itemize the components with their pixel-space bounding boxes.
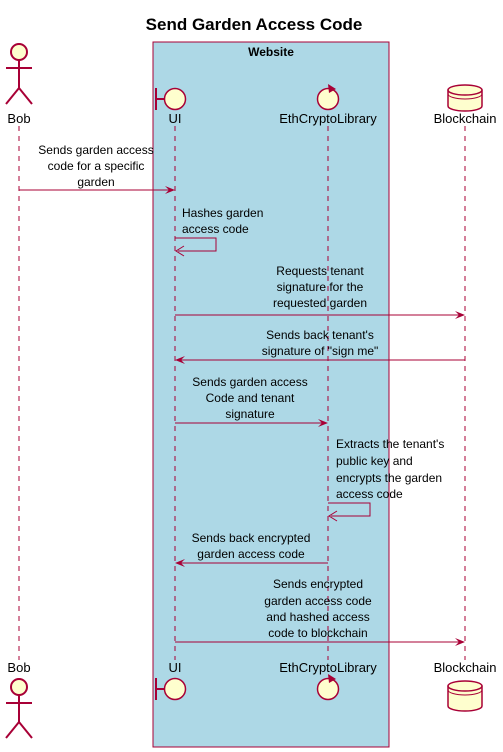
message-1: Sends garden access code for a specific …	[19, 143, 175, 194]
message-5-line-1: Sends garden access	[192, 375, 307, 389]
message-5: Sends garden access Code and tenant sign…	[175, 375, 328, 427]
participant-blockchain-top-label: Blockchain	[434, 111, 497, 126]
message-7-line-1: Sends back encrypted	[192, 531, 311, 545]
message-3-line-1: Requests tenant	[276, 264, 364, 278]
message-2-line-1: Hashes garden	[182, 206, 263, 220]
message-4-line-1: Sends back tenant's	[266, 328, 374, 342]
participant-bob-top-label: Bob	[7, 111, 30, 126]
boundary-icon	[155, 677, 187, 701]
participant-blockchain-bottom-label: Blockchain	[434, 660, 497, 675]
participant-ui-bottom-label: UI	[169, 660, 182, 675]
message-7-line-2: garden access code	[197, 547, 305, 561]
message-3-line-3: requested garden	[273, 296, 367, 310]
message-8-line-1: Sends encrypted	[273, 577, 363, 591]
message-8-line-4: code to blockchain	[268, 626, 367, 640]
message-3-line-2: signature for the	[277, 280, 364, 294]
actor-icon	[5, 678, 33, 739]
message-5-line-2: Code and tenant	[206, 391, 295, 405]
website-box	[152, 41, 390, 748]
message-6: Extracts the tenant's public key and enc…	[328, 437, 444, 522]
actor-icon	[5, 43, 33, 105]
website-box-title: Website	[248, 45, 294, 59]
message-3: Requests tenant signature for the reques…	[175, 264, 465, 319]
message-8-line-3: and hashed access	[266, 610, 369, 624]
control-icon	[316, 84, 340, 111]
participant-ethcryptolibrary-bottom-label: EthCryptoLibrary	[279, 660, 377, 675]
diagram-title: Send Garden Access Code	[146, 15, 363, 34]
boundary-icon	[155, 87, 187, 111]
message-6-line-4: access code	[336, 487, 403, 501]
message-8-line-2: garden access code	[264, 594, 372, 608]
participant-ui-top-label: UI	[169, 111, 182, 126]
message-5-line-3: signature	[225, 407, 275, 421]
message-1-line-1: Sends garden access	[38, 143, 153, 157]
participant-ethcryptolibrary-top-label: EthCryptoLibrary	[279, 111, 377, 126]
message-4-line-2: signature of "sign me"	[262, 344, 379, 358]
database-icon	[447, 680, 483, 712]
control-icon	[316, 674, 340, 701]
message-1-line-2: code for a specific	[48, 159, 145, 173]
message-2: Hashes garden access code	[175, 206, 263, 257]
message-2-line-2: access code	[182, 222, 249, 236]
database-icon	[447, 84, 483, 112]
message-7: Sends back encrypted garden access code	[175, 531, 328, 567]
message-6-line-3: encrypts the garden	[336, 471, 442, 485]
message-6-line-1: Extracts the tenant's	[336, 437, 444, 451]
message-8: Sends encrypted garden access code and h…	[175, 577, 465, 646]
participant-bob-bottom-label: Bob	[7, 660, 30, 675]
message-1-line-3: garden	[77, 175, 114, 189]
message-6-line-2: public key and	[336, 454, 413, 468]
message-4: Sends back tenant's signature of "sign m…	[175, 328, 465, 364]
